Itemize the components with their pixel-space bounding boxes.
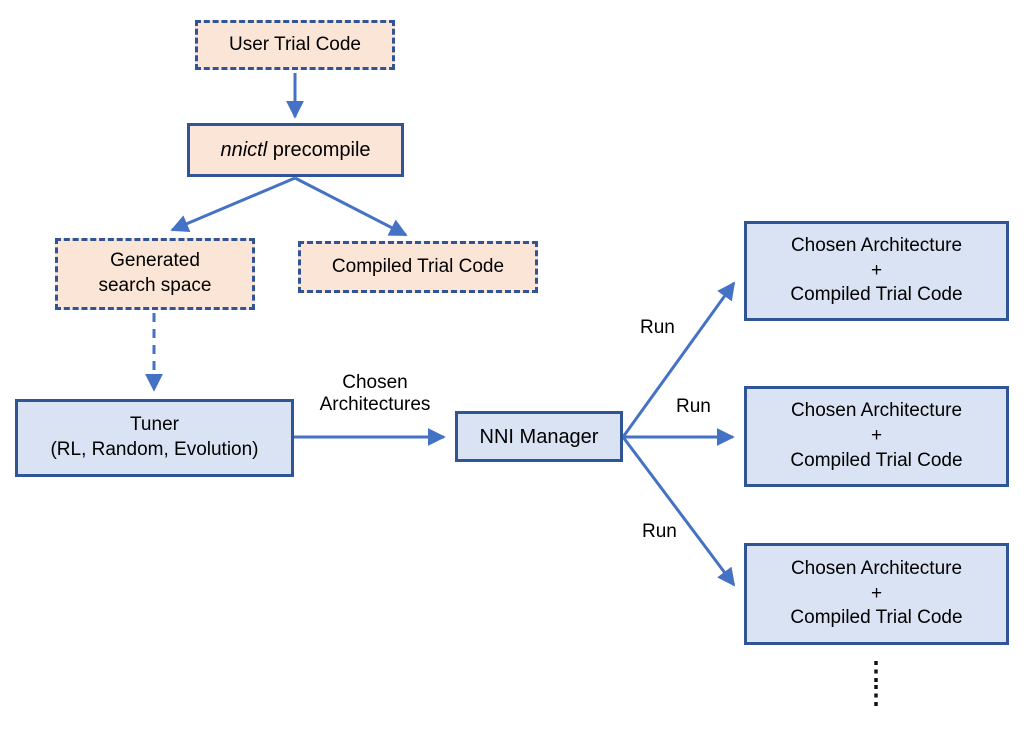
trial-box-1-line1: Chosen Architecture (790, 234, 963, 256)
nnictl-command-text: nnictl (220, 139, 268, 161)
edge-label-chosen-architectures: Chosen Architectures (295, 372, 455, 416)
node-tuner-line2: (RL, Random, Evolution) (50, 439, 259, 460)
trial-box-2-line3: Compiled Trial Code (790, 449, 963, 471)
node-generated-search-space: Generated search space (55, 238, 255, 310)
node-generated-search-space-line1: Generated (110, 250, 200, 272)
node-generated-search-space-line2: search space (98, 275, 212, 296)
arrow-precompile-to-compiled (294, 176, 408, 237)
node-nni-manager-label: NNI Manager (479, 425, 599, 448)
trial-box-2-line2: + (870, 425, 883, 447)
node-user-trial-code-label: User Trial Code (229, 33, 361, 55)
node-user-trial-code: User Trial Code (195, 20, 395, 70)
node-compiled-trial-code: Compiled Trial Code (298, 241, 538, 293)
node-trial-box-3: Chosen Architecture + Compiled Trial Cod… (744, 543, 1009, 645)
trial-box-1-line2: + (870, 259, 883, 281)
trial-box-3-line3: Compiled Trial Code (790, 607, 963, 629)
node-tuner-line1: Tuner (130, 414, 179, 436)
edge-label-run-top: Run (640, 317, 675, 338)
precompile-text: precompile (267, 139, 371, 161)
ellipsis-dots-bottom: ⋮ (863, 680, 889, 709)
arrow-precompile-to-searchspace (170, 176, 296, 232)
edge-label-chosen-architectures-line2: Architectures (319, 393, 431, 415)
node-trial-box-2: Chosen Architecture + Compiled Trial Cod… (744, 386, 1009, 487)
node-trial-box-1: Chosen Architecture + Compiled Trial Cod… (744, 221, 1009, 321)
edge-label-chosen-architectures-line1: Chosen (342, 372, 408, 393)
node-nnictl-precompile: nnictl precompile (187, 123, 404, 177)
node-compiled-trial-code-label: Compiled Trial Code (331, 255, 505, 277)
node-nnictl-precompile-label: nnictl precompile (220, 137, 370, 163)
trial-box-1-line3: Compiled Trial Code (790, 284, 963, 306)
arrow-manager-to-trial3 (621, 436, 736, 587)
node-nni-manager: NNI Manager (455, 411, 623, 462)
trial-box-3-line2: + (870, 582, 883, 604)
ellipsis-dots-top: ⋮ (863, 657, 889, 685)
more-trials-ellipsis: ⋮ ⋮ (858, 657, 894, 709)
edge-label-run-bottom: Run (642, 521, 677, 542)
trial-box-2-line1: Chosen Architecture (790, 400, 963, 422)
edge-label-run-middle: Run (676, 396, 711, 417)
node-tuner: Tuner (RL, Random, Evolution) (15, 399, 294, 477)
trial-box-3-line1: Chosen Architecture (790, 557, 963, 579)
